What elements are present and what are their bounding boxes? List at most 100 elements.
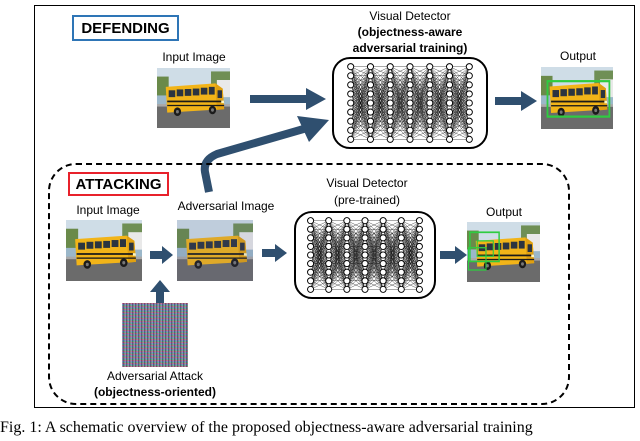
network-edge (350, 66, 371, 140)
figure-caption: Fig. 1: A schematic overview of the prop… (0, 419, 533, 436)
network-edge (429, 93, 450, 140)
network-edge (364, 220, 384, 238)
network-edge (370, 66, 391, 104)
network-node (465, 63, 473, 71)
network-node (397, 217, 405, 225)
defending-tag: DEFENDING (72, 15, 179, 41)
network-edge (409, 93, 430, 140)
network-edge (429, 75, 450, 140)
network-node (361, 285, 369, 293)
network-node (325, 260, 333, 268)
network-edge (449, 66, 470, 140)
network-node (397, 268, 405, 276)
attacking-input-label: Input Image (76, 203, 140, 217)
defending-output-label: Output (559, 49, 597, 63)
network-node (347, 126, 355, 134)
network-node (343, 251, 351, 259)
network-node (426, 117, 434, 125)
network-node (465, 126, 473, 134)
network-node (366, 72, 375, 80)
network-node (406, 117, 414, 125)
network-node (361, 260, 369, 268)
network-edge (310, 254, 329, 290)
network-edge (370, 66, 391, 113)
network-node (397, 260, 405, 268)
network-edge (429, 66, 450, 104)
network-edge (401, 220, 420, 290)
network-edge (390, 130, 411, 140)
network-edge (429, 66, 450, 131)
attacking-tag: ATTACKING (68, 172, 169, 196)
network-node (343, 234, 351, 242)
network-node (406, 90, 414, 98)
network-edge (350, 66, 371, 95)
network-node (343, 268, 351, 276)
network-edge (401, 254, 420, 290)
network-node (397, 277, 405, 285)
network-edge (328, 220, 348, 247)
network-edge (383, 272, 402, 290)
network-node (361, 242, 369, 250)
network-edge (370, 66, 391, 85)
network-node (343, 277, 351, 285)
network-edge (364, 220, 384, 256)
network-edge (350, 66, 371, 85)
network-edge (364, 254, 384, 290)
network-edge (310, 220, 329, 247)
adversarial-image-label: Adversarial Image (177, 199, 275, 213)
network-node (325, 234, 333, 242)
network-edge (370, 66, 391, 95)
network-node (307, 217, 315, 225)
network-node (465, 90, 473, 98)
network-node (426, 99, 434, 107)
network-node (445, 135, 454, 143)
network-node (386, 135, 394, 143)
diagram-frame (34, 5, 635, 408)
network-edge (401, 272, 420, 290)
network-edge (382, 220, 402, 290)
network-node (426, 135, 434, 143)
network-node (379, 260, 387, 268)
network-edge (328, 220, 347, 238)
network-edge (370, 93, 391, 140)
network-node (347, 99, 355, 107)
network-node (415, 268, 423, 276)
attacking-network-graph (307, 217, 423, 293)
network-edge (346, 220, 366, 247)
network-node (465, 135, 473, 143)
network-node (366, 135, 375, 143)
network-node (445, 90, 454, 98)
network-edge (390, 66, 411, 131)
network-edge (370, 102, 391, 140)
network-node (347, 117, 355, 125)
network-node (386, 72, 394, 80)
network-node (366, 90, 375, 98)
network-edge (449, 130, 470, 140)
network-edge (449, 102, 470, 140)
network-edge (409, 66, 430, 113)
network-edge (449, 121, 470, 140)
network-node (343, 260, 351, 268)
network-node (465, 72, 473, 80)
defending-output-image (541, 67, 613, 129)
network-node (307, 242, 315, 250)
network-node (406, 63, 414, 71)
network-node (426, 108, 434, 116)
network-node (397, 251, 405, 259)
network-node (343, 217, 351, 225)
network-edge (346, 220, 366, 290)
network-node (465, 99, 473, 107)
network-node (445, 72, 454, 80)
network-edge (382, 254, 402, 290)
adversarial-attack-label: Adversarial Attack (106, 369, 204, 383)
network-node (465, 81, 473, 89)
network-node (445, 81, 454, 89)
network-edge (370, 130, 391, 140)
network-edge (346, 263, 366, 290)
network-node (445, 126, 454, 134)
network-node (307, 251, 315, 259)
attacking-region (48, 163, 570, 405)
network-node (386, 90, 394, 98)
network-node (361, 251, 369, 259)
